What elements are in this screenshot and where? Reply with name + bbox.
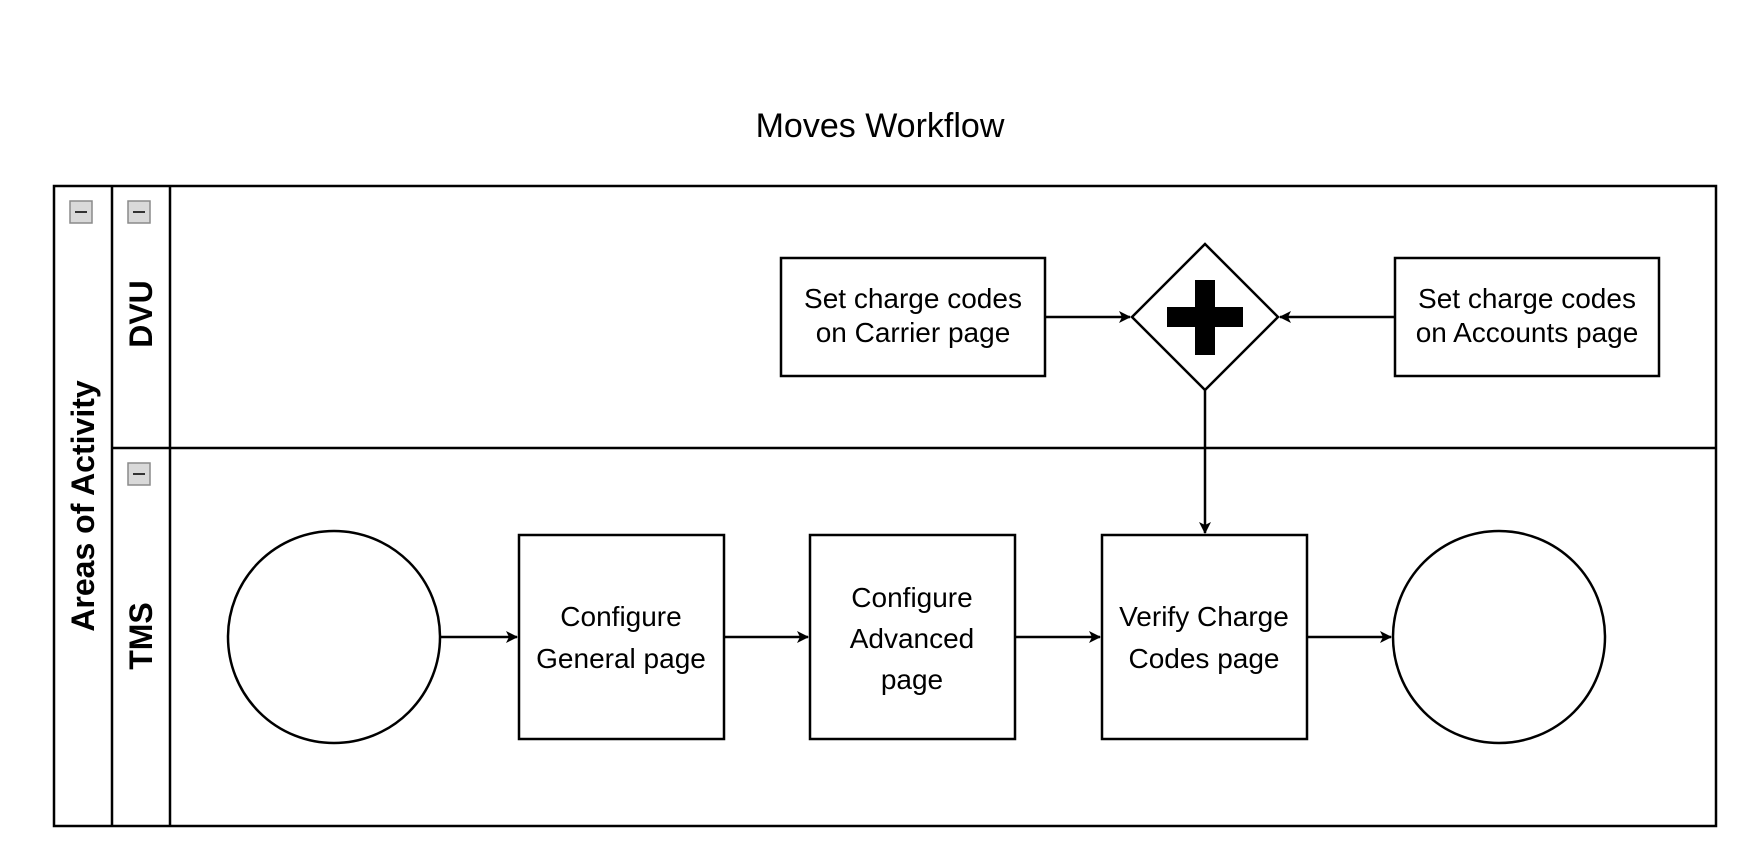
task-label-line: page bbox=[881, 664, 943, 695]
task-label-line: on Carrier page bbox=[816, 317, 1011, 348]
task-label-line: Verify Charge bbox=[1119, 601, 1289, 632]
lane-collapse-button-dvu[interactable] bbox=[127, 200, 151, 224]
lane-label-dvu: DVU bbox=[123, 280, 159, 348]
task-label-line: Advanced bbox=[850, 623, 975, 654]
end-event[interactable] bbox=[1391, 529, 1607, 745]
plus-icon bbox=[1167, 280, 1243, 355]
task-label-line: General page bbox=[536, 643, 706, 674]
pool-collapse-button[interactable] bbox=[69, 200, 93, 224]
task-set-charge-codes-carrier[interactable]: Set charge codes on Carrier page bbox=[779, 256, 1047, 378]
diagram-title: Moves Workflow bbox=[756, 107, 1005, 145]
lane-collapse-button-tms[interactable] bbox=[127, 462, 151, 486]
task-label-line: on Accounts page bbox=[1416, 317, 1639, 348]
task-configure-advanced-page[interactable]: Configure Advanced page bbox=[808, 533, 1017, 741]
pool-label: Areas of Activity bbox=[65, 380, 101, 632]
task-label-line: Configure bbox=[560, 601, 681, 632]
task-set-charge-codes-accounts[interactable]: Set charge codes on Accounts page bbox=[1393, 256, 1661, 378]
task-verify-charge-codes-page[interactable]: Verify Charge Codes page bbox=[1100, 533, 1309, 741]
task-label-line: Configure bbox=[851, 582, 972, 613]
task-label-line: Codes page bbox=[1128, 643, 1279, 674]
task-label-line: Set charge codes bbox=[1418, 283, 1636, 314]
task-label-line: Set charge codes bbox=[804, 283, 1022, 314]
task-configure-general-page[interactable]: Configure General page bbox=[517, 533, 726, 741]
start-event[interactable] bbox=[226, 529, 442, 745]
lane-label-tms: TMS bbox=[123, 602, 159, 670]
